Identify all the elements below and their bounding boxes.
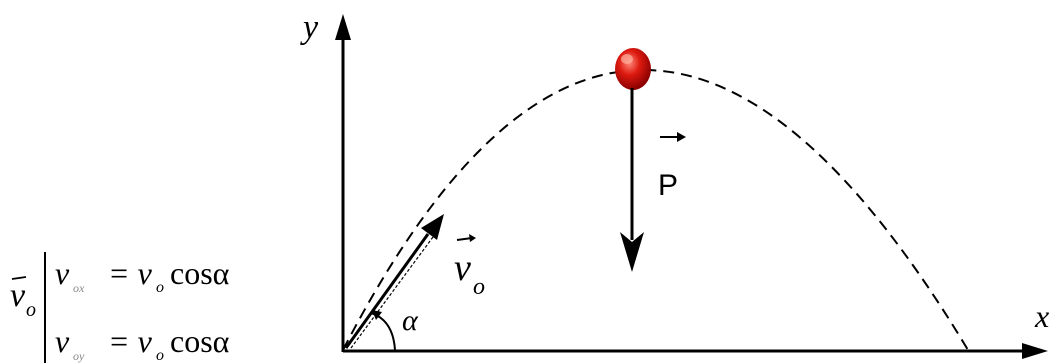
svg-text:cosα: cosα — [170, 323, 230, 359]
weight-vector-label: P — [658, 132, 686, 202]
svg-text:v: v — [10, 277, 26, 314]
svg-text:ox: ox — [73, 281, 85, 295]
svg-text:o: o — [156, 279, 164, 296]
angle-label: α — [402, 304, 419, 337]
weight-vector-arrow — [620, 88, 644, 272]
svg-text:v: v — [55, 323, 70, 359]
angle-arc — [370, 312, 396, 351]
svg-text:o: o — [156, 347, 164, 363]
x-axis-label: x — [1034, 298, 1049, 334]
svg-text:oy: oy — [73, 349, 85, 363]
svg-text:o: o — [473, 274, 485, 300]
equation-vector-symbol: v o — [10, 276, 36, 321]
svg-text:o: o — [26, 299, 36, 321]
svg-text:v: v — [454, 247, 471, 289]
svg-text:cosα: cosα — [170, 255, 230, 291]
projectile-ball — [615, 48, 651, 90]
svg-text:= v: = v — [108, 255, 153, 291]
equation-line-vx: v ox = v o cosα — [55, 255, 230, 296]
velocity-components-equations: v o v ox = v o cosα v oy = v o cosα — [10, 252, 230, 363]
trajectory-curve — [342, 69, 969, 351]
angle-arc-arrowhead — [372, 310, 382, 320]
velocity-vector-label: v o — [454, 234, 485, 300]
y-axis — [335, 14, 351, 352]
equation-line-vy: v oy = v o cosα — [55, 323, 230, 363]
svg-text:P: P — [658, 169, 678, 202]
x-axis — [343, 343, 1048, 359]
velocity-vector-arrow — [344, 214, 444, 349]
y-axis-label: y — [300, 9, 319, 46]
svg-text:v: v — [55, 255, 70, 291]
svg-text:= v: = v — [108, 323, 153, 359]
